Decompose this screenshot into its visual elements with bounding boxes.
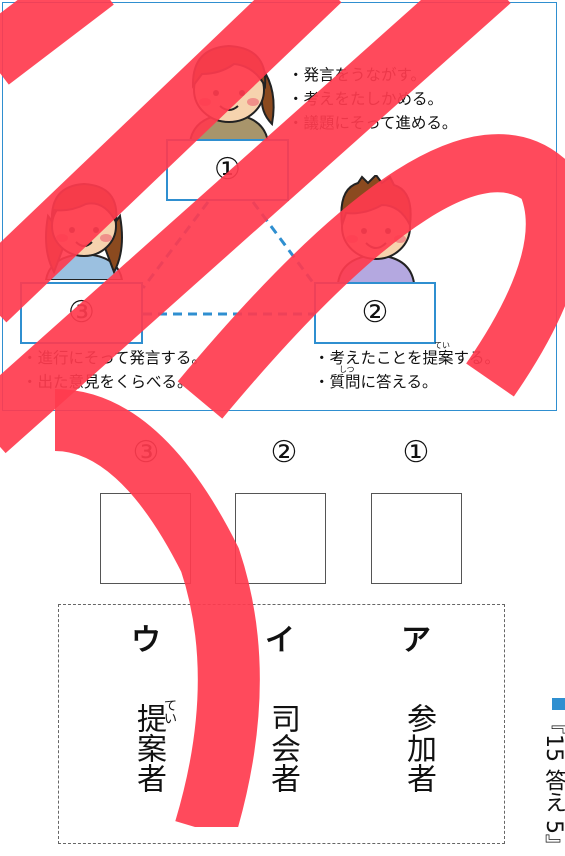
answer-box-1[interactable]	[371, 493, 462, 584]
role-box-3: ③	[20, 282, 143, 344]
answer-box-2[interactable]	[235, 493, 326, 584]
duty-text: ・考えをたしかめる。	[288, 90, 444, 108]
choice-ruby: てい	[164, 699, 178, 727]
child-illustration-2	[336, 175, 416, 283]
choice-term: 司会者	[265, 703, 300, 793]
choice-letter: イ	[265, 623, 295, 658]
ruby-tei: てい	[434, 341, 450, 350]
connector-1-2	[251, 201, 319, 289]
duty-text: ・議題にそって進める。	[288, 114, 458, 132]
answer-box-3[interactable]	[100, 493, 191, 584]
answer-number: ③	[132, 435, 160, 470]
role-label-3: ③	[68, 295, 95, 330]
duty-text: ・発言をうながす。	[288, 66, 426, 84]
choice-term: 参加者	[401, 703, 436, 793]
role-label-2: ②	[361, 295, 389, 330]
answer-number: ①	[402, 435, 430, 470]
child-illustration-1	[188, 44, 275, 142]
edge-text: 『15 答え 5』	[541, 712, 565, 856]
duty-text: ・進行にそって発言する。	[22, 349, 207, 367]
duty-text: ・出た意見をくらべる。	[22, 373, 193, 391]
choice-term: 提案者	[131, 703, 166, 793]
role-label-1: ①	[214, 152, 241, 187]
role-box-1: ①	[166, 139, 289, 201]
ruby-shitsu: しつ	[339, 365, 355, 374]
answer-number: ②	[270, 435, 298, 470]
role-3-duties: ・進行にそって発言する。 ・出た意見をくらべる。	[22, 346, 207, 394]
connector-1-3	[141, 201, 210, 289]
choice-letter: ウ	[131, 623, 161, 658]
child-illustration-3	[44, 182, 124, 280]
role-1-duties: ・発言をうながす。 ・考えをたしかめる。 ・議題にそって進める。	[288, 63, 457, 135]
choice-letter: ア	[401, 623, 431, 658]
role-box-2: ②	[314, 282, 436, 344]
edge-marker	[552, 698, 565, 710]
